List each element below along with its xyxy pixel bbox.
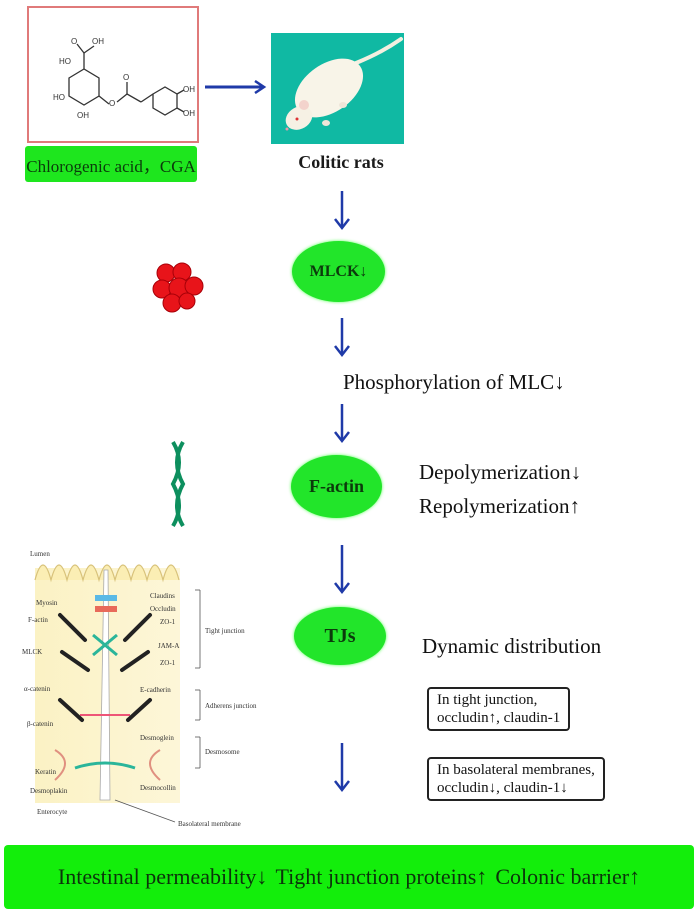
box-line: In tight junction, [437,692,538,708]
diagram-label: ZO-1 [160,618,176,626]
diagram-label: Desmoplakin [30,787,68,795]
down-arrow-icon [334,318,350,358]
down-arrow-icon [334,404,350,444]
o-label: O [71,37,77,46]
ho-label: HO [59,57,71,66]
factin-node: F-actin [291,455,382,518]
diagram-label: β-catenin [27,720,54,728]
rat-image [271,33,404,144]
diagram-label: α-catenin [24,685,51,693]
actin-filament-icon [167,440,189,533]
mlck-node: MLCK↓ [292,241,385,302]
ho-label-2: HO [53,93,65,102]
diagram-label: Claudins [150,592,175,600]
oh-label-2: OH [77,111,89,120]
box-line: occludin↑, claudin-1 [437,710,561,726]
box-line: occludin↓, claudin-1↓ [437,780,568,796]
carbonyl-o-label: O [123,73,129,82]
outcome-banner: Intestinal permeability↓ Tight junction … [4,845,694,909]
down-arrow-icon [334,743,350,793]
diagram-label: ZO-1 [160,659,176,667]
down-arrow-icon [334,191,350,231]
basolateral-box: In basolateral membranes, occludin↓, cla… [427,757,605,801]
chemical-structure-icon: O OH HO HO OH O O OH OH [53,37,195,120]
ester-o-label: O [109,99,115,108]
group-label: Tight junction [205,627,245,635]
depolymerization-text: Depolymerization↓ [419,460,582,484]
cga-label: Chlorogenic acid，CGA [25,146,197,182]
basolateral-label: Basolateral membrane [178,820,241,828]
diagram-label: JAM-A [158,642,179,650]
oh-label: OH [92,37,104,46]
diagram-label: Desmocollin [140,784,176,792]
diagram-label: Keratin [35,768,56,776]
dynamic-distribution-text: Dynamic distribution [422,634,602,658]
rat-caption: Colitic rats [298,152,384,172]
outcome-tj-proteins: Tight junction proteins↑ [275,864,488,889]
diagram-label: Desmoglein [140,734,174,742]
diagram-label: MLCK [22,648,42,656]
diagram-label: Enterocyte [37,808,67,816]
lumen-label: Lumen [30,550,50,558]
group-label: Desmosome [205,748,240,756]
junction-diagram: Lumen Myosin F-actin MLCK α-catenin β-ca… [0,540,290,835]
phosphorylation-text: Phosphorylation of MLC↓ [343,370,565,394]
box-line: In basolateral membranes, [437,762,595,778]
group-label: Adherens junction [205,702,257,710]
repolymerization-text: Repolymerization↑ [419,494,580,518]
protein-cluster-icon [150,261,206,322]
outcome-permeability: Intestinal permeability↓ [57,864,268,889]
oh-label-3: OH [183,85,195,94]
diagram-label: Myosin [36,599,58,607]
diagram-label: E-cadherin [140,686,171,694]
cga-structure-box: O OH HO HO OH O O OH OH [27,6,199,143]
rat-icon [285,37,403,131]
tjs-node: TJs [294,607,386,665]
diagram-label: Occludin [150,605,176,613]
diagram-label: F-actin [28,616,48,624]
oh-label-4: OH [183,109,195,118]
right-arrow-icon [205,80,267,94]
outcome-colonic-barrier: Colonic barrier↑ [495,864,641,889]
tight-junction-box: In tight junction, occludin↑, claudin-1 [427,687,571,731]
down-arrow-icon [334,545,350,595]
